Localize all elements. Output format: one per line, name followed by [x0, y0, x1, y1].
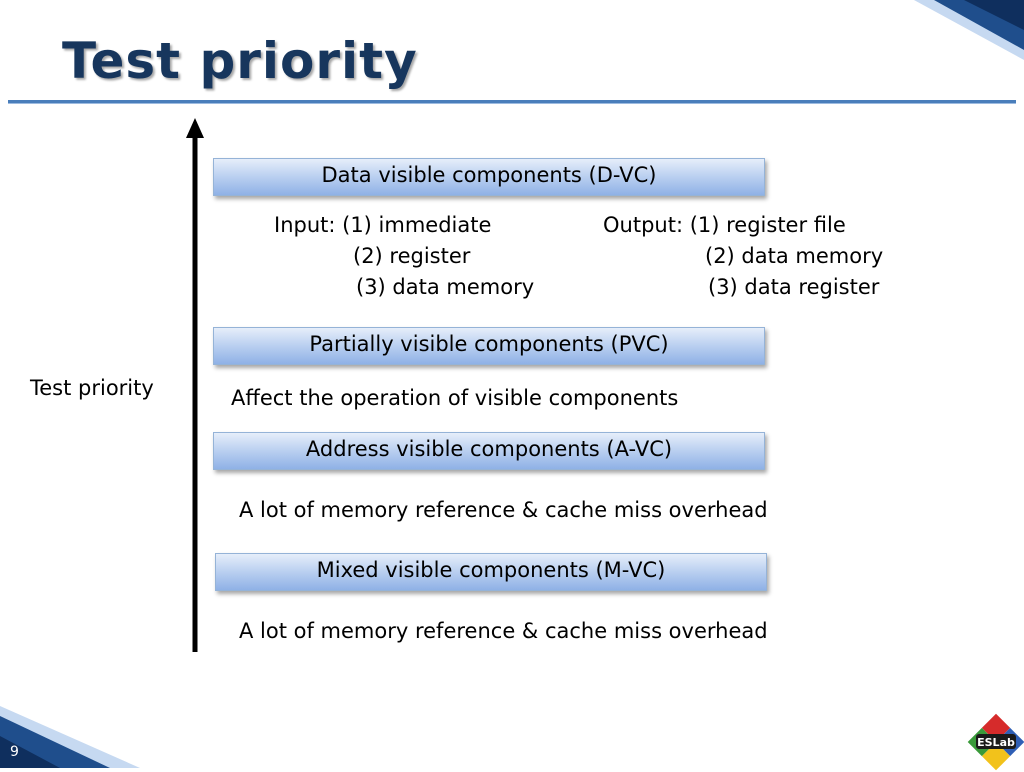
priority-arrow-icon	[186, 118, 204, 652]
avc-note: A lot of memory reference & cache miss o…	[239, 498, 768, 522]
dvc-input-3: (3) data memory	[356, 275, 535, 299]
dvc-output-2: (2) data memory	[705, 244, 884, 268]
dvc-output-1: Output: (1) register file	[603, 213, 846, 237]
page-number: 9	[10, 744, 19, 760]
mvc-box: Mixed visible components (M-VC)	[215, 553, 767, 591]
title-divider	[8, 100, 1016, 104]
pvc-box: Partially visible components (PVC)	[213, 327, 765, 365]
dvc-label: Data visible components (D-VC)	[321, 163, 657, 187]
dvc-box: Data visible components (D-VC)	[213, 158, 765, 196]
pvc-note: Affect the operation of visible componen…	[231, 386, 679, 410]
dvc-input-2: (2) register	[353, 244, 471, 268]
dvc-input-1: Input: (1) immediate	[274, 213, 492, 237]
corner-decoration-bottom-left	[0, 706, 140, 768]
avc-label: Address visible components (A-VC)	[305, 437, 673, 461]
corner-decoration-top-right	[914, 0, 1024, 60]
slide-title: Test priority	[62, 32, 418, 90]
avc-box: Address visible components (A-VC)	[213, 432, 765, 470]
dvc-output-3: (3) data register	[708, 275, 880, 299]
logo-text: ESLab	[977, 736, 1015, 749]
eslab-logo-icon: ESLab	[967, 713, 1024, 771]
mvc-label: Mixed visible components (M-VC)	[316, 558, 666, 582]
mvc-note: A lot of memory reference & cache miss o…	[239, 619, 768, 643]
axis-label: Test priority	[30, 376, 154, 400]
pvc-label: Partially visible components (PVC)	[309, 332, 669, 356]
